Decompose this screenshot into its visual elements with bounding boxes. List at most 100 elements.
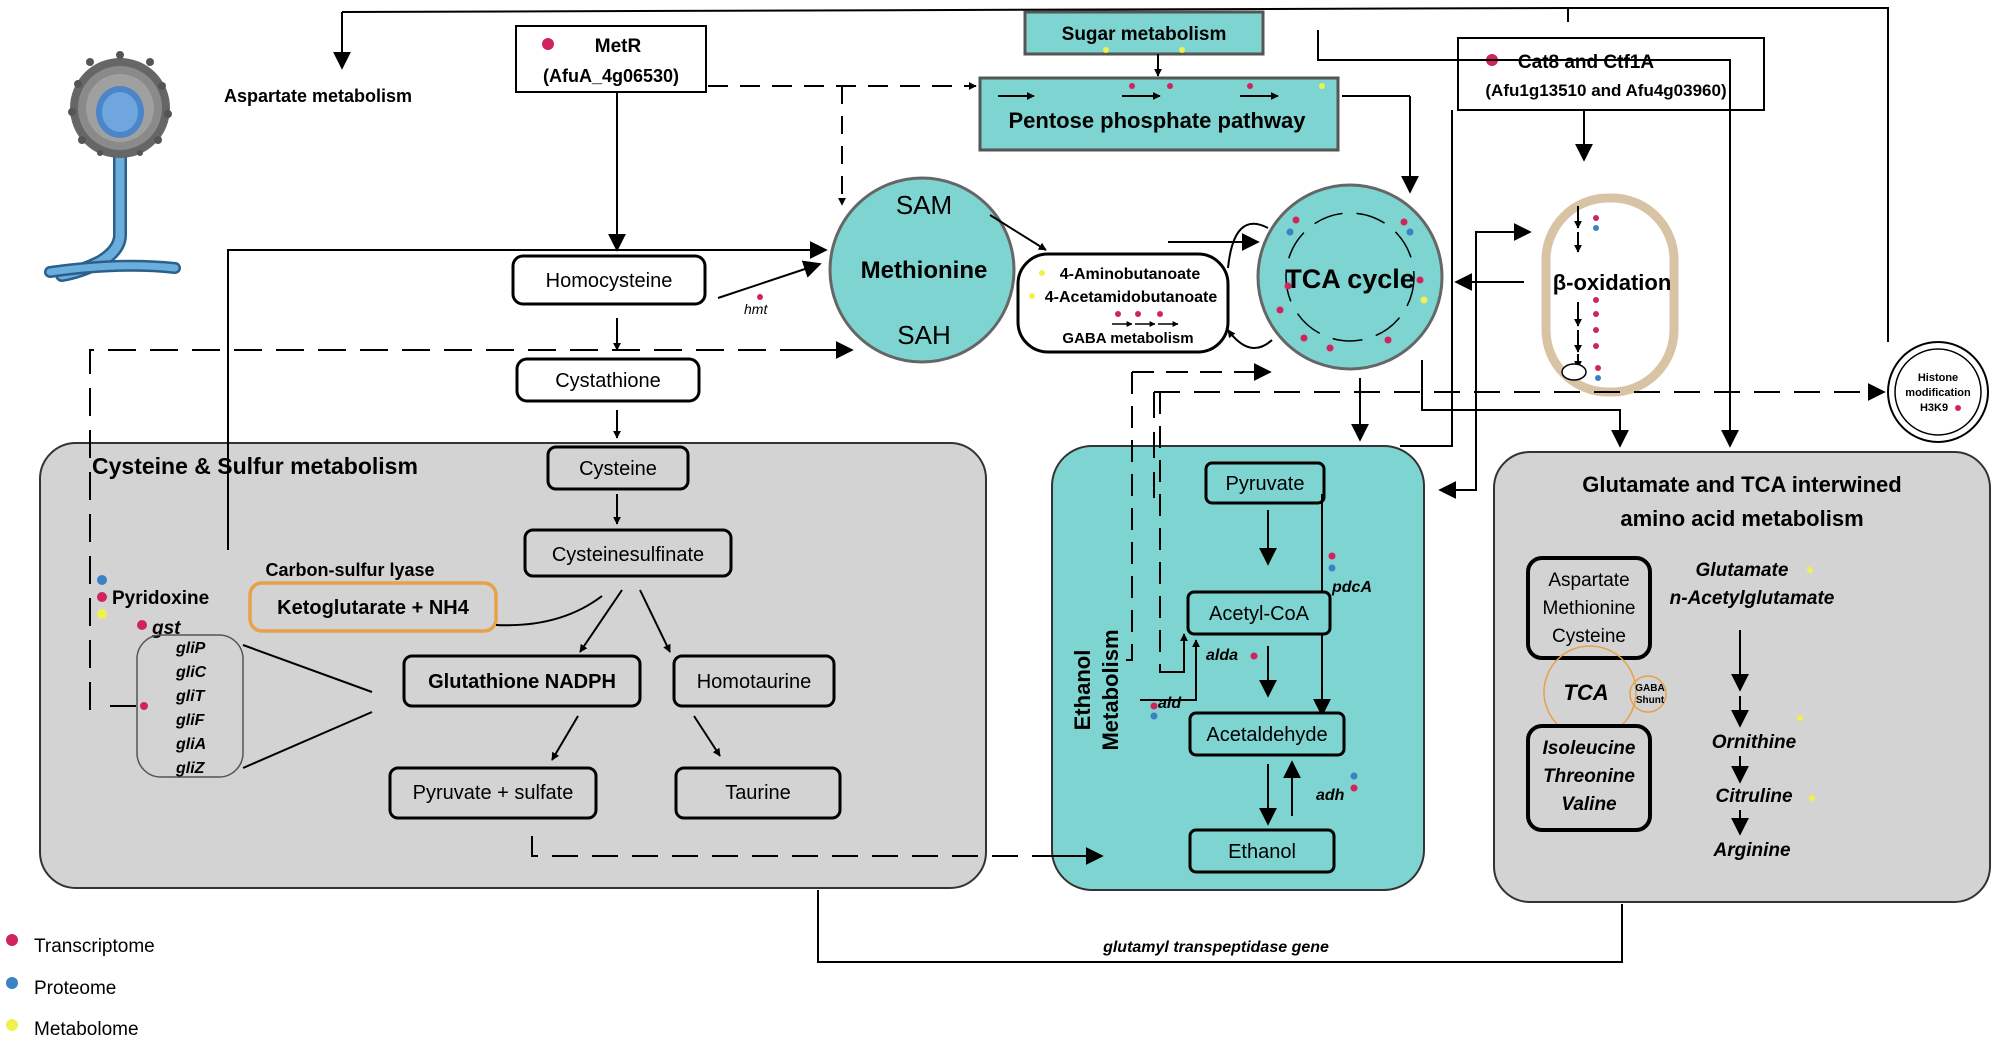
metr-name: MetR — [595, 36, 642, 57]
ethanol-label: Ethanol — [1228, 841, 1296, 863]
sah-label: SAH — [897, 320, 950, 350]
homotaurine-label: Homotaurine — [697, 671, 812, 693]
tca-cycle-arrows — [1285, 212, 1415, 342]
glutamate-title-line2: amino acid metabolism — [1620, 506, 1863, 531]
methionine-circle — [828, 176, 1016, 364]
gli-gene-0: gliP — [175, 640, 206, 657]
taurine-box — [674, 766, 842, 820]
pyruvate-sulfate-box — [388, 766, 598, 820]
amino-box1-2: Cysteine — [1552, 626, 1626, 647]
transcriptome-dot — [542, 38, 554, 50]
ald-label: ald — [1158, 695, 1182, 712]
amino-box2-0: Isoleucine — [1543, 738, 1636, 759]
lyase-label: Carbon-sulfur lyase — [265, 560, 434, 580]
gli-gene-5: gliZ — [175, 760, 206, 777]
gaba-box — [1016, 252, 1230, 354]
ethanol-title-line1: Ethanol — [1070, 650, 1095, 731]
alda-label: alda — [1206, 647, 1238, 664]
cysteine-panel-title: Cysteine & Sulfur metabolism — [92, 453, 418, 479]
cysteine-box — [546, 445, 690, 491]
tca-circle — [1256, 183, 1444, 371]
gli-gene-2: gliT — [175, 688, 206, 705]
glutathione-label: Glutathione NADPH — [428, 671, 616, 693]
ethanol-title-line2: Metabolism — [1098, 629, 1123, 750]
gaba-line1: 4-Aminobutanoate — [1060, 266, 1201, 283]
pyruvate-label: Pyruvate — [1226, 473, 1305, 495]
citruline-label: Citruline — [1715, 786, 1792, 807]
mini-tca-label: TCA — [1563, 680, 1608, 705]
ketoglutarate-label: Ketoglutarate + NH4 — [277, 597, 470, 619]
histone-line2: modification — [1905, 387, 1971, 399]
taurine-label: Taurine — [725, 782, 791, 804]
amino-box1-0: Aspartate — [1548, 570, 1629, 591]
acetyl-coa-label: Acetyl-CoA — [1209, 603, 1310, 625]
pdca-label: pdcA — [1331, 579, 1372, 596]
pentose-phosphate-label: Pentose phosphate pathway — [1008, 108, 1306, 133]
acetyl-coa-box — [1186, 590, 1332, 636]
gaba-shunt-line1: GABA — [1635, 683, 1664, 694]
pyruvate-box — [1204, 461, 1326, 505]
gli-gene-1: gliC — [175, 664, 207, 681]
cystathione-box — [515, 357, 701, 403]
top-feedback-line — [341, 7, 1569, 13]
gli-gene-3: gliF — [175, 712, 206, 729]
gaba-line2: 4-Acetamidobutanoate — [1045, 289, 1218, 306]
gaba-shunt-line2: Shunt — [1636, 695, 1665, 706]
sugar-label: Sugar metabolism — [1062, 24, 1227, 45]
pentose-phosphate-box — [978, 76, 1340, 152]
glutamyl-connector — [817, 890, 1623, 963]
gst-label: gst — [151, 618, 181, 639]
cat8-name: Cat8 and Ctf1A — [1518, 52, 1654, 73]
ketoglutarate-box — [248, 581, 498, 633]
ornithine-label: Ornithine — [1712, 732, 1797, 753]
tca-label: TCA cycle — [1285, 264, 1415, 294]
homocysteine-box — [511, 254, 707, 306]
amino-box-1 — [1526, 556, 1652, 660]
amino-box-2 — [1526, 724, 1652, 832]
legend-metabolome-dot — [6, 1019, 18, 1031]
acetaldehyde-box — [1188, 711, 1346, 757]
gaba-label: GABA metabolism — [1062, 330, 1193, 347]
arginine-label: Arginine — [1712, 840, 1790, 861]
glutamate-label: Glutamate — [1696, 560, 1789, 581]
hmt-label: hmt — [744, 301, 768, 317]
legend-metabolome: Metabolome — [34, 1019, 139, 1039]
adh-label: adh — [1316, 787, 1345, 804]
sam-label: SAM — [896, 190, 952, 220]
beta-oxidation-capsule — [1541, 193, 1679, 397]
aspartate-label: Aspartate metabolism — [224, 86, 412, 106]
cysteinesulfinate-label: Cysteinesulfinate — [552, 544, 704, 566]
cysteine-label: Cysteine — [579, 458, 657, 480]
legend: Transcriptome Proteome Metabolome — [6, 934, 155, 1039]
amino-box2-1: Threonine — [1543, 766, 1635, 787]
cat8-id: (Afu1g13510 and Afu4g03960) — [1485, 81, 1726, 100]
amino-box2-2: Valine — [1561, 794, 1617, 815]
cysteinesulfinate-box — [523, 528, 733, 578]
beta-oxidation-label: β-oxidation — [1553, 270, 1672, 295]
homocysteine-label: Homocysteine — [546, 270, 673, 292]
nacetyl-label: n-Acetylglutamate — [1670, 588, 1835, 609]
cystathione-label: Cystathione — [555, 370, 661, 392]
metr-id: (AfuA_4g06530) — [543, 66, 679, 86]
gli-gene-4: gliA — [175, 736, 206, 753]
homotaurine-box — [672, 654, 836, 708]
glutamyl-label: glutamyl transpeptidase gene — [1102, 939, 1329, 956]
legend-transcriptome: Transcriptome — [34, 936, 155, 957]
histone-line1: Histone — [1918, 372, 1958, 384]
acetaldehyde-label: Acetaldehyde — [1206, 724, 1327, 746]
pyridoxine-label: Pyridoxine — [112, 588, 209, 609]
legend-proteome: Proteome — [34, 978, 116, 999]
sugar-metabolism-box — [1023, 10, 1265, 56]
fungus-conidiophore-icon — [44, 51, 181, 282]
ethanol-box — [1188, 828, 1336, 874]
glutathione-box — [402, 654, 642, 708]
histone-line3: H3K9 — [1920, 402, 1948, 414]
methionine-label: Methionine — [861, 257, 988, 284]
pyruvate-sulfate-label: Pyruvate + sulfate — [413, 782, 574, 804]
legend-proteome-dot — [6, 977, 18, 989]
metr-box — [515, 25, 707, 93]
cat8-box — [1457, 37, 1765, 111]
amino-box1-1: Methionine — [1543, 598, 1636, 619]
glutamate-title-line1: Glutamate and TCA interwined — [1582, 472, 1901, 497]
